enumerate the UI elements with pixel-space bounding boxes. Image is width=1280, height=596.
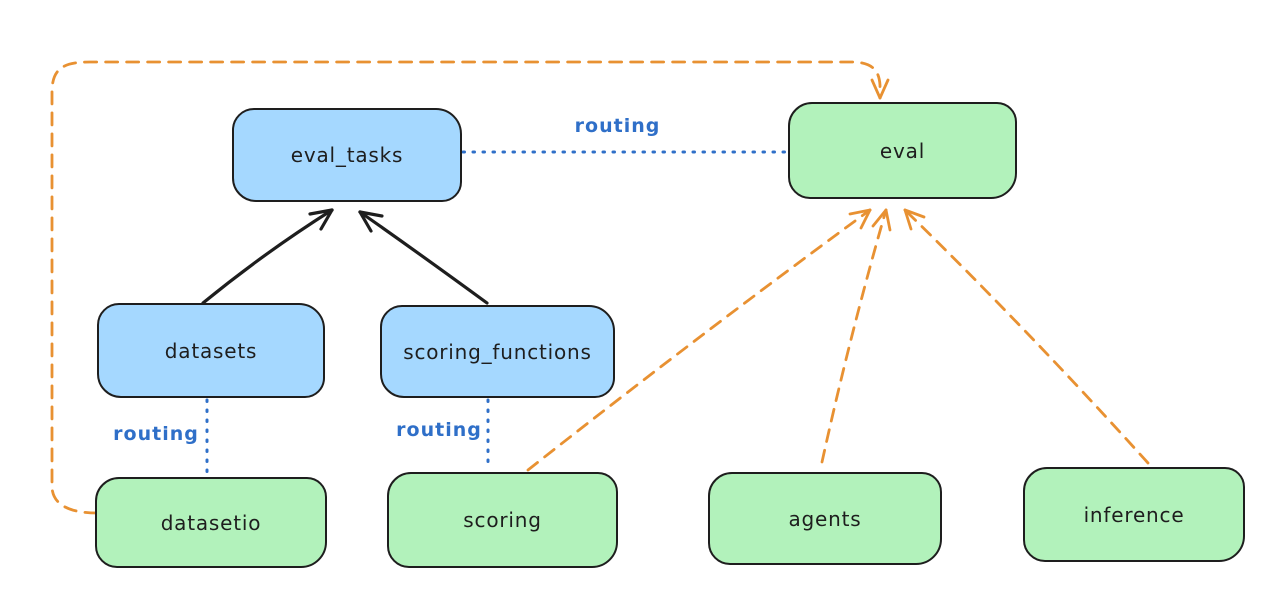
edge-datasetio-to-eval-loop bbox=[50, 60, 890, 515]
node-label: datasetio bbox=[160, 510, 262, 535]
edge-agents-to-eval bbox=[820, 208, 892, 464]
node-eval_tasks: eval_tasks bbox=[232, 108, 462, 202]
node-scoring_functions: scoring_functions bbox=[380, 305, 615, 398]
node-label: eval bbox=[879, 138, 926, 163]
node-datasetio: datasetio bbox=[95, 477, 327, 568]
node-label: eval_tasks bbox=[290, 143, 404, 167]
node-label: datasets bbox=[164, 338, 258, 363]
node-eval: eval bbox=[788, 102, 1017, 199]
node-label: scoring_functions bbox=[403, 339, 592, 364]
node-inference: inference bbox=[1023, 467, 1245, 562]
edge-label-routing-scoring_functions-scoring: routing bbox=[396, 419, 482, 441]
edge-label-routing-datasets-datasetio: routing bbox=[113, 423, 199, 445]
edge-datasets-to-eval_tasks bbox=[201, 208, 334, 305]
edge-inference-to-eval bbox=[903, 208, 1150, 465]
node-label: inference bbox=[1083, 502, 1185, 527]
edge-label-routing-eval_tasks-eval: routing bbox=[574, 115, 661, 137]
node-scoring: scoring bbox=[387, 472, 618, 568]
node-label: scoring bbox=[463, 508, 542, 532]
node-agents: agents bbox=[708, 472, 942, 565]
node-label: agents bbox=[788, 506, 862, 531]
edge-scoring_functions-to-eval_tasks bbox=[358, 210, 489, 305]
node-datasets: datasets bbox=[97, 303, 325, 398]
